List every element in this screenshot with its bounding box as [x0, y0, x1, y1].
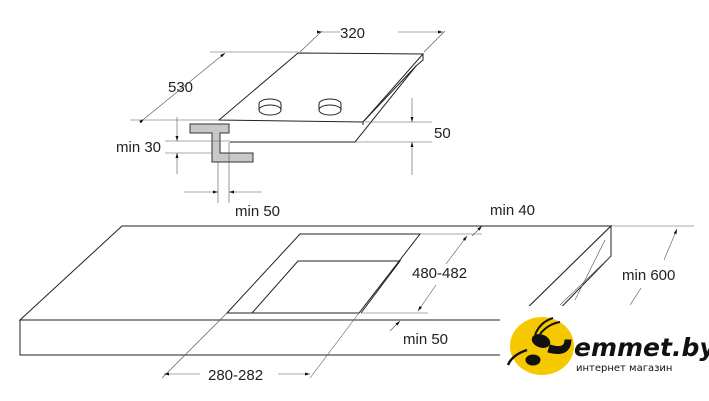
dimension-height-label: 50 [434, 125, 451, 142]
dimension-side-clearance-label: min 50 [235, 203, 280, 220]
logo-brand-text: emmet.by [574, 333, 709, 362]
ant-icon [506, 317, 572, 366]
cutout-inner [251, 260, 401, 314]
burner-right [318, 98, 342, 116]
hob-drawing: 530 320 50 min 30 min 50 [116, 25, 451, 220]
mounting-bracket [189, 123, 254, 163]
dimension-min30-label: min 30 [116, 139, 161, 156]
dimension-width-label: 320 [340, 25, 365, 42]
dimension-min600-label: min 600 [622, 267, 675, 284]
dimension-cutout-depth-label: 480-482 [412, 265, 467, 282]
dimension-depth-label: 530 [168, 79, 193, 96]
dimension-min40-label: min 40 [490, 202, 535, 219]
worktop-drawing: min 40 480-482 min 600 min 50 280-282 [18, 202, 694, 384]
dimension-line-depth [139, 52, 226, 124]
emmet-logo: emmet.by интернет магазин [500, 306, 709, 386]
burner-left [258, 98, 282, 116]
logo-tagline: интернет магазин [576, 363, 672, 374]
dimension-cutout-width-label: 280-282 [208, 367, 263, 384]
dimension-min50-front-label: min 50 [403, 331, 448, 348]
